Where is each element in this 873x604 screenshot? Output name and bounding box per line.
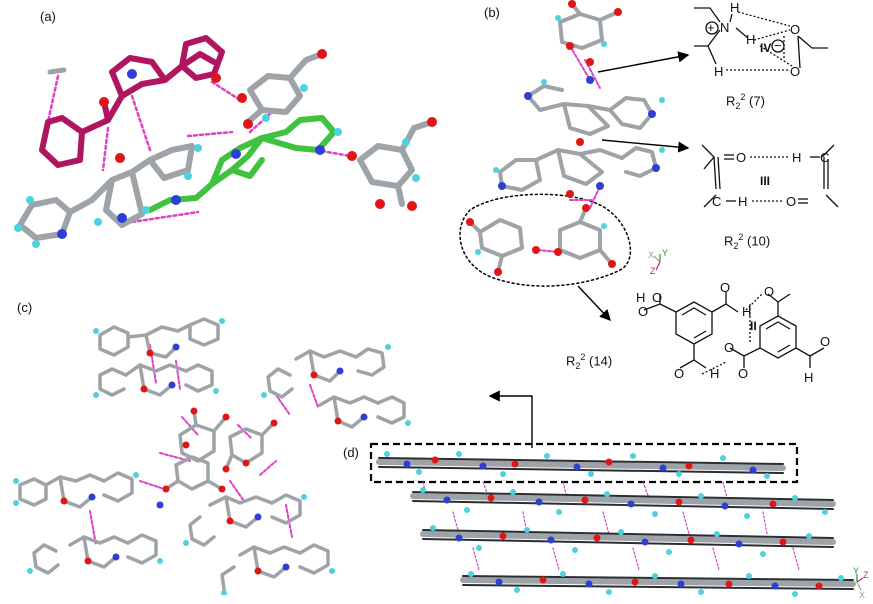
panel-d-structure: Y Z X bbox=[369, 442, 869, 600]
ii-atom-o-4: O bbox=[764, 284, 774, 299]
ring-label-iii: R22 (10) bbox=[724, 232, 771, 251]
axis-d-y: Y bbox=[853, 566, 859, 576]
iv-atom-h-top: H bbox=[730, 0, 739, 15]
panel-label-b: (b) bbox=[484, 5, 500, 20]
ii-atom-o-1: O bbox=[652, 290, 662, 305]
axis-b-y: Y bbox=[662, 248, 668, 258]
iii-atom-c-left: C bbox=[712, 194, 721, 209]
ii-atom-o-5: O bbox=[674, 366, 684, 381]
ii-label: II bbox=[750, 319, 757, 333]
iii-atom-h-right: H bbox=[792, 150, 801, 165]
axis-d-x: X bbox=[859, 590, 865, 600]
motif-iii-diagram: O C H H C O III bbox=[701, 144, 839, 209]
ii-atom-h-4: H bbox=[804, 370, 813, 385]
ring-label-iv: R22 (7) bbox=[726, 92, 765, 111]
panel-label-d: (d) bbox=[343, 445, 359, 460]
panel-label-c: (c) bbox=[17, 300, 33, 315]
motif-iv-diagram: + N H H H IV − O O bbox=[694, 0, 828, 79]
iv-charge-minus: − bbox=[774, 38, 782, 53]
iii-atom-o-left: O bbox=[736, 150, 746, 165]
iii-atom-o-right: O bbox=[786, 194, 796, 209]
iii-label: III bbox=[760, 174, 770, 188]
highlight-box bbox=[369, 442, 799, 484]
panel-a-structure bbox=[14, 35, 437, 248]
ii-atom-o-8: O bbox=[820, 334, 830, 349]
iii-atom-c-right: C bbox=[820, 150, 829, 165]
ii-atom-h-3: H bbox=[710, 366, 719, 381]
iv-label: IV bbox=[760, 41, 771, 55]
panel-b-structure: X Y Z bbox=[459, 0, 668, 287]
ii-atom-o-7: O bbox=[738, 366, 748, 381]
motif-ii-diagram: H O O O H O O O H O O H II bbox=[636, 282, 830, 385]
iv-atom-h-mid: H bbox=[746, 32, 755, 47]
iv-atom-o-top: O bbox=[790, 22, 800, 37]
ring-label-ii: R22 (14) bbox=[566, 352, 613, 371]
ii-atom-h-2: H bbox=[742, 304, 751, 319]
axis-d-z: Z bbox=[863, 570, 869, 580]
ii-atom-h-1: H bbox=[636, 290, 645, 305]
axis-b-x: X bbox=[648, 250, 654, 260]
panel-c-structure bbox=[13, 317, 411, 595]
iv-atom-o-bot: O bbox=[790, 64, 800, 79]
iv-atom-h-bot: H bbox=[714, 64, 723, 79]
iv-atom-n: N bbox=[720, 20, 729, 35]
panel-label-a: (a) bbox=[40, 9, 56, 24]
ii-atom-o-6: O bbox=[724, 340, 734, 355]
iii-atom-h-left: H bbox=[738, 194, 747, 209]
ii-atom-o-2: O bbox=[638, 304, 648, 319]
iv-charge-plus: + bbox=[707, 20, 715, 35]
ii-atom-o-3: O bbox=[720, 282, 730, 295]
axis-b-z: Z bbox=[650, 266, 656, 276]
